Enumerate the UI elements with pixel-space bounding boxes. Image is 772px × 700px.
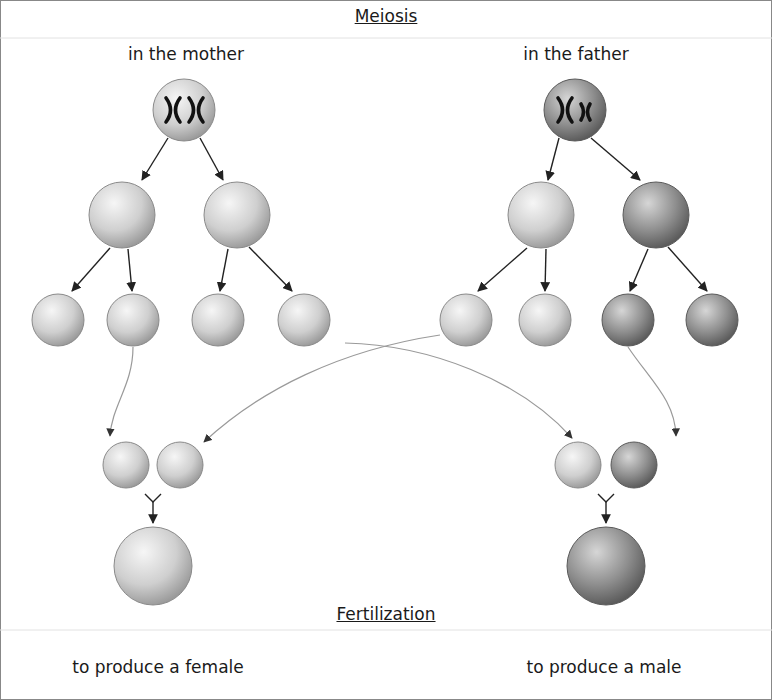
chromatid [588, 104, 591, 120]
sperm-cell-x [519, 294, 571, 346]
fertilization-path [110, 347, 133, 436]
merge-fork [598, 494, 614, 502]
egg-cell [555, 442, 601, 488]
daughter-cell [623, 182, 689, 248]
separator-line [0, 630, 772, 631]
division-arrow [591, 138, 640, 180]
chromatid [581, 104, 584, 120]
division-arrow [249, 247, 292, 291]
egg-cell [103, 442, 149, 488]
chromatid [199, 98, 204, 122]
mother-cell [153, 79, 215, 141]
sperm-cell-y [686, 294, 738, 346]
chromatid [176, 98, 181, 122]
division-arrow [630, 249, 648, 291]
egg-cell [278, 294, 330, 346]
fertilization-path [345, 343, 572, 438]
division-arrow [545, 249, 546, 291]
merge-lines [145, 494, 614, 523]
chromatid [189, 98, 194, 122]
sperm-cell-y [611, 442, 657, 488]
daughter-cell [204, 182, 270, 248]
outcome-label: to produce a male [526, 657, 681, 677]
chromatid [558, 98, 563, 122]
division-arrow [200, 138, 223, 180]
division-arrow [220, 249, 228, 291]
side-heading: in the mother [128, 44, 244, 64]
chromatid [568, 98, 573, 122]
egg-cell [32, 294, 84, 346]
merge-arrow [152, 502, 153, 523]
division-arrow [128, 249, 132, 291]
division-arrow [72, 248, 110, 291]
division-arrow [668, 247, 707, 291]
egg-cell [107, 294, 159, 346]
daughter-cell [89, 182, 155, 248]
x-chromosome [166, 98, 203, 122]
merge-fork [145, 494, 161, 502]
daughter-cell [508, 182, 574, 248]
father-cell [544, 79, 606, 141]
sperm-cell-x [157, 442, 203, 488]
chromatid [166, 98, 171, 122]
sperm-cell-y [602, 294, 654, 346]
diagram-title: Meiosis [355, 6, 418, 26]
division-arrow [142, 138, 168, 180]
division-arrows [72, 138, 707, 291]
section-heading: Fertilization [336, 604, 435, 624]
sperm-cell-x [440, 294, 492, 346]
division-arrow [478, 248, 527, 291]
fertilization-path [204, 335, 440, 442]
division-arrow [548, 138, 559, 180]
fertilization-path [628, 347, 676, 436]
female-zygote [114, 527, 192, 605]
outcome-label: to produce a female [72, 657, 243, 677]
separator-line [0, 38, 772, 39]
male-zygote [567, 527, 645, 605]
xy-chromosomes [558, 98, 590, 122]
side-heading: in the father [523, 44, 629, 64]
egg-cell [192, 294, 244, 346]
fertilization-paths [110, 335, 676, 442]
merge-arrow [605, 502, 606, 523]
